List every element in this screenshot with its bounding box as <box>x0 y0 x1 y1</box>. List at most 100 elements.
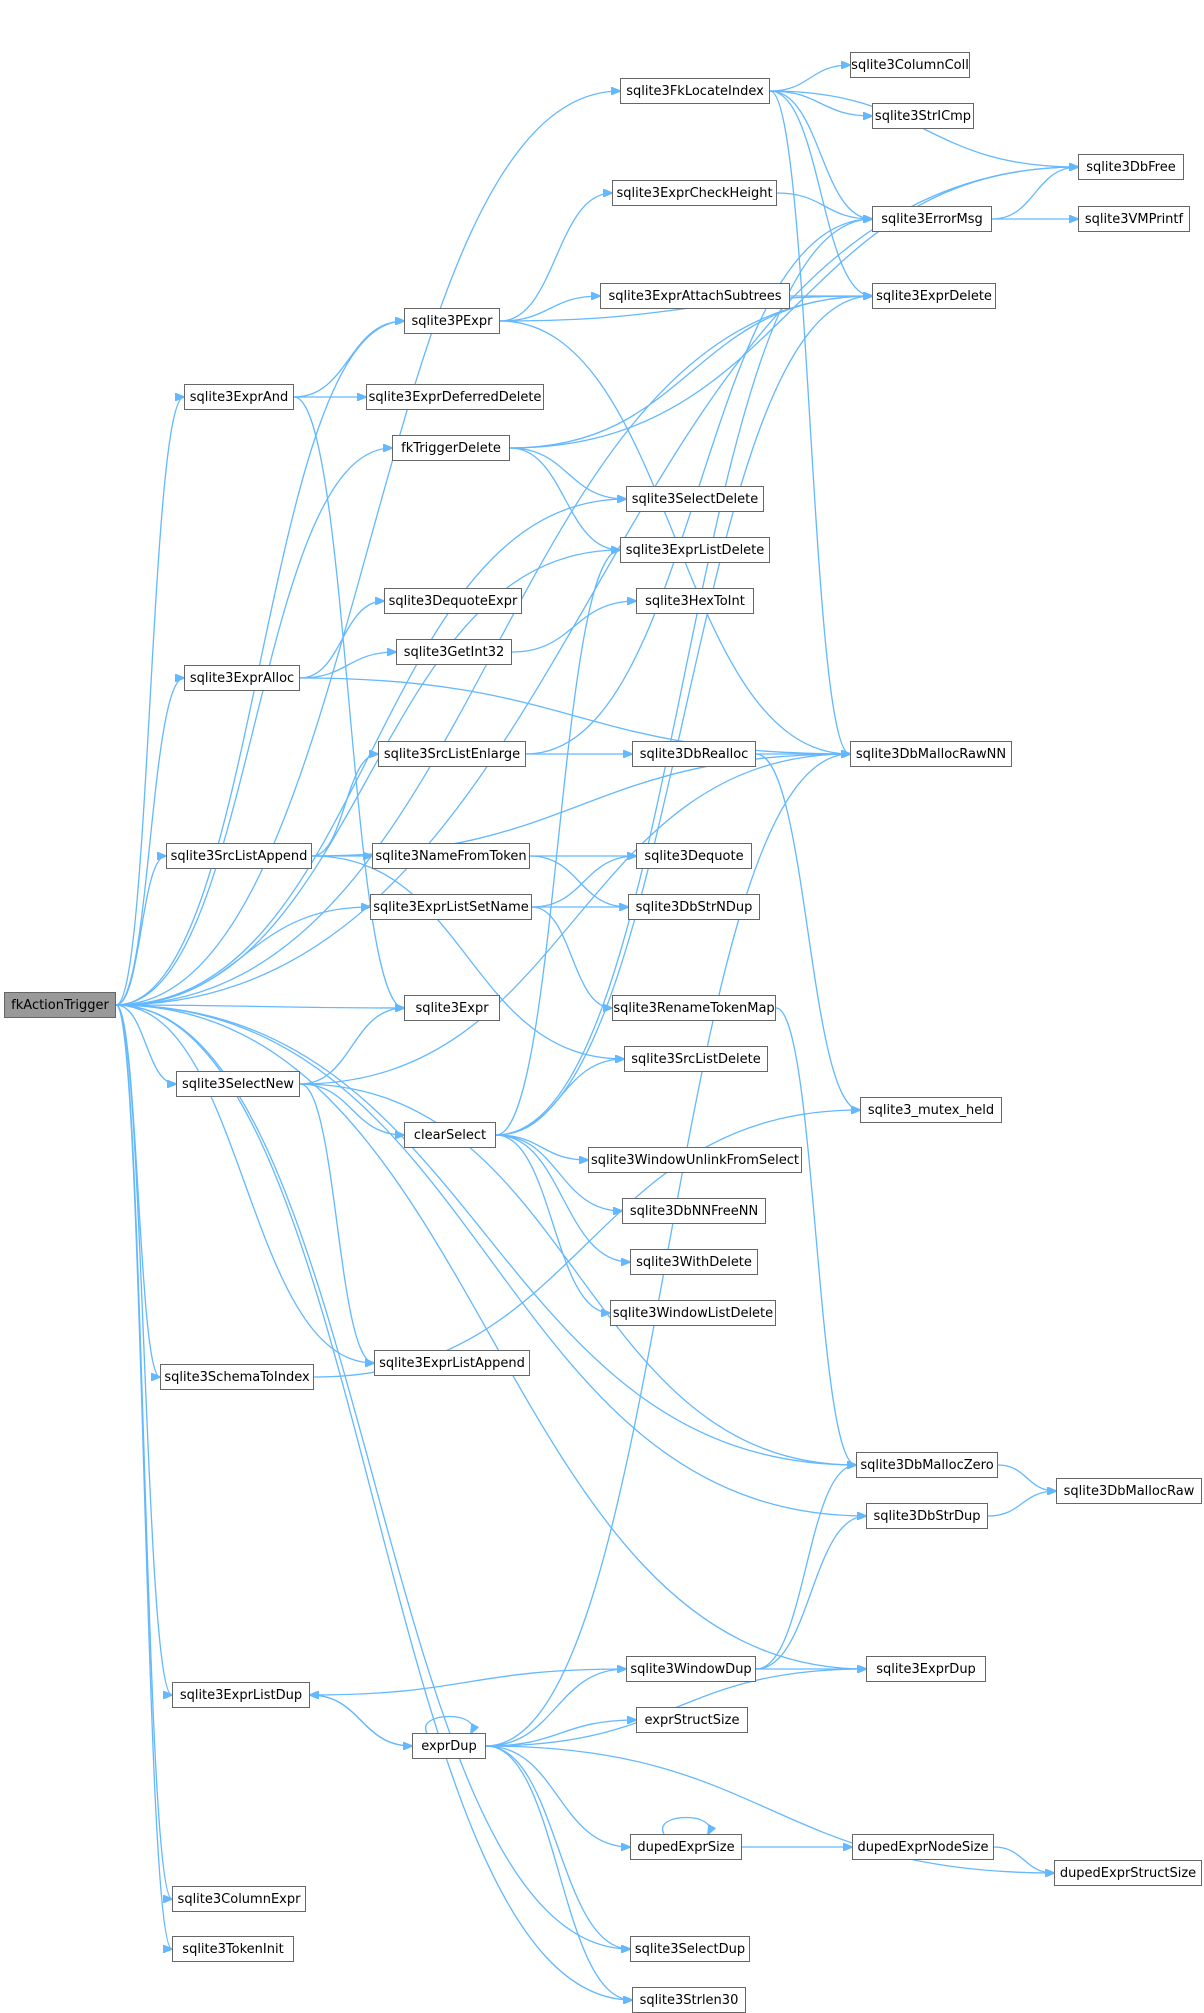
node-sqlite3-token-init[interactable]: sqlite3TokenInit <box>172 1936 294 1962</box>
node-sqlite3-db-nnfree-nn[interactable]: sqlite3DbNNFreeNN <box>622 1198 766 1224</box>
edge-sqlite3-expr-and-to-sqlite3-expr <box>293 396 404 1008</box>
node-sqlite3-expr-list-set-name[interactable]: sqlite3ExprListSetName <box>370 894 532 920</box>
node-sqlite3-dequote-expr[interactable]: sqlite3DequoteExpr <box>384 588 522 614</box>
edge-sqlite3-expr-alloc-to-sqlite3-dequote-expr <box>299 601 384 679</box>
node-sqlite3-db-realloc[interactable]: sqlite3DbRealloc <box>632 741 756 767</box>
node-fk-trigger-delete[interactable]: fkTriggerDelete <box>392 435 510 461</box>
node-sqlite3-window-unlink-from-select[interactable]: sqlite3WindowUnlinkFromSelect <box>588 1147 802 1173</box>
node-sqlite3-expr-list-dup[interactable]: sqlite3ExprListDup <box>172 1682 310 1708</box>
edge-expr-dup-to-expr-struct-size <box>485 1720 636 1747</box>
node-sqlite3-hex-to-int[interactable]: sqlite3HexToInt <box>636 588 754 614</box>
node-sqlite3-vmprintf[interactable]: sqlite3VMPrintf <box>1078 206 1190 232</box>
node-sqlite3-expr-attach-subtrees[interactable]: sqlite3ExprAttachSubtrees <box>600 283 790 309</box>
edge-fk-action-trigger-to-sqlite3-expr-alloc <box>115 678 184 1006</box>
node-sqlite3-str-icmp[interactable]: sqlite3StrICmp <box>872 103 974 129</box>
node-sqlite3-db-str-ndup[interactable]: sqlite3DbStrNDup <box>628 894 760 920</box>
node-sqlite3-expr-list-delete[interactable]: sqlite3ExprListDelete <box>620 537 770 563</box>
node-sqlite3-name-from-token[interactable]: sqlite3NameFromToken <box>372 843 530 869</box>
edge-fk-action-trigger-to-sqlite3-db-malloc-zero <box>115 1004 856 1465</box>
node-sqlite3-src-list-delete[interactable]: sqlite3SrcListDelete <box>624 1046 768 1072</box>
node-sqlite3-db-malloc-raw[interactable]: sqlite3DbMallocRaw <box>1056 1478 1202 1504</box>
node-expr-struct-size[interactable]: exprStructSize <box>636 1707 748 1733</box>
edge-expr-dup-to-sqlite3-strlen30 <box>485 1745 632 2000</box>
edge-sqlite3-src-list-append-to-sqlite3-db-malloc-raw-nn <box>311 754 850 857</box>
edge-sqlite3-fk-locate-index-to-sqlite3-db-free <box>769 90 1078 167</box>
edge-duped-expr-node-size-to-duped-expr-struct-size <box>993 1846 1054 1873</box>
edge-sqlite3-select-new-to-clear-select <box>299 1083 404 1135</box>
node-sqlite3-expr-delete[interactable]: sqlite3ExprDelete <box>872 283 996 309</box>
node-sqlite3-schema-to-index[interactable]: sqlite3SchemaToIndex <box>160 1364 314 1390</box>
edge-clear-select-to-sqlite3-error-msg <box>495 219 872 1136</box>
node-sqlite3-select-delete[interactable]: sqlite3SelectDelete <box>626 486 764 512</box>
edge-duped-expr-size-to-duped-expr-size <box>661 1816 710 1835</box>
node-sqlite3-expr[interactable]: sqlite3Expr <box>404 995 500 1021</box>
node-sqlite3-select-new[interactable]: sqlite3SelectNew <box>176 1071 300 1097</box>
node-sqlite3-db-malloc-zero[interactable]: sqlite3DbMallocZero <box>856 1452 998 1478</box>
node-sqlite3-expr-list-append[interactable]: sqlite3ExprListAppend <box>374 1350 530 1376</box>
edge-expr-dup-to-duped-expr-struct-size <box>485 1745 1054 1873</box>
node-sqlite3-mutex-held[interactable]: sqlite3_mutex_held <box>860 1097 1002 1123</box>
edge-fk-action-trigger-to-sqlite3-db-str-dup <box>115 1004 866 1516</box>
edge-sqlite3-pexpr-to-sqlite3-expr-attach-subtrees <box>499 296 600 322</box>
node-clear-select[interactable]: clearSelect <box>404 1122 496 1148</box>
node-sqlite3-expr-and[interactable]: sqlite3ExprAnd <box>184 384 294 410</box>
edge-fk-action-trigger-to-sqlite3-expr-and <box>115 397 184 1006</box>
node-sqlite3-window-dup[interactable]: sqlite3WindowDup <box>626 1656 756 1682</box>
node-duped-expr-size[interactable]: dupedExprSize <box>630 1834 742 1860</box>
edge-sqlite3-expr-list-set-name-to-sqlite3-dequote <box>531 856 636 908</box>
node-expr-dup[interactable]: exprDup <box>412 1733 486 1759</box>
edge-sqlite3-select-new-to-sqlite3-expr <box>299 1008 404 1085</box>
edge-sqlite3-name-from-token-to-sqlite3-db-str-ndup <box>529 855 628 907</box>
edge-sqlite3-src-list-append-to-sqlite3-src-list-enlarge <box>311 754 378 857</box>
node-sqlite3-db-malloc-raw-nn[interactable]: sqlite3DbMallocRawNN <box>850 741 1012 767</box>
node-sqlite3-with-delete[interactable]: sqlite3WithDelete <box>630 1249 758 1275</box>
node-sqlite3-get-int32[interactable]: sqlite3GetInt32 <box>396 639 512 665</box>
node-sqlite3-window-list-delete[interactable]: sqlite3WindowListDelete <box>610 1300 776 1326</box>
edge-sqlite3-expr-list-set-name-to-sqlite3-rename-token-map <box>531 906 612 1008</box>
node-sqlite3-column-coll[interactable]: sqlite3ColumnColl <box>850 52 970 78</box>
edge-expr-dup-to-expr-dup <box>424 1715 473 1734</box>
node-fk-action-trigger[interactable]: fkActionTrigger <box>4 992 116 1018</box>
node-sqlite3-rename-token-map[interactable]: sqlite3RenameTokenMap <box>612 995 776 1021</box>
edge-fk-trigger-delete-to-sqlite3-db-free <box>509 167 1078 449</box>
edge-expr-dup-to-sqlite3-expr-list-dup <box>310 1695 413 1747</box>
edge-fk-action-trigger-to-sqlite3-expr <box>115 1005 404 1008</box>
node-sqlite3-pexpr[interactable]: sqlite3PExpr <box>404 308 500 334</box>
edge-fk-action-trigger-to-sqlite3-select-new <box>115 1004 176 1084</box>
node-sqlite3-src-list-append[interactable]: sqlite3SrcListAppend <box>166 843 312 869</box>
edge-sqlite3-error-msg-to-sqlite3-db-free <box>991 167 1078 220</box>
node-duped-expr-node-size[interactable]: dupedExprNodeSize <box>852 1834 994 1860</box>
edge-sqlite3-select-new-to-sqlite3-expr-list-append <box>299 1083 374 1363</box>
edge-expr-dup-to-sqlite3-window-dup <box>485 1669 626 1747</box>
node-sqlite3-db-str-dup[interactable]: sqlite3DbStrDup <box>866 1503 988 1529</box>
node-sqlite3-fk-locate-index[interactable]: sqlite3FkLocateIndex <box>620 78 770 104</box>
node-sqlite3-select-dup[interactable]: sqlite3SelectDup <box>630 1936 750 1962</box>
edge-fk-trigger-delete-to-sqlite3-expr-list-delete <box>509 447 620 550</box>
node-sqlite3-dequote[interactable]: sqlite3Dequote <box>636 843 752 869</box>
edge-fk-action-trigger-to-sqlite3-pexpr <box>115 321 404 1006</box>
edge-sqlite3-db-malloc-zero-to-sqlite3-db-malloc-raw <box>997 1464 1056 1491</box>
edge-fk-trigger-delete-to-sqlite3-select-delete <box>509 447 626 499</box>
edge-sqlite3-fk-locate-index-to-sqlite3-error-msg <box>769 90 872 219</box>
edge-sqlite3-expr-check-height-to-sqlite3-error-msg <box>776 192 872 219</box>
node-sqlite3-strlen30[interactable]: sqlite3Strlen30 <box>632 1987 746 2013</box>
node-sqlite3-expr-deferred-delete[interactable]: sqlite3ExprDeferredDelete <box>366 384 544 410</box>
edge-fk-action-trigger-to-sqlite3-expr-dup <box>115 1004 866 1669</box>
edge-sqlite3-expr-alloc-to-sqlite3-get-int32 <box>299 652 396 679</box>
node-sqlite3-src-list-enlarge[interactable]: sqlite3SrcListEnlarge <box>378 741 526 767</box>
edge-sqlite3-window-dup-to-sqlite3-db-malloc-zero <box>755 1465 856 1670</box>
node-sqlite3-column-expr[interactable]: sqlite3ColumnExpr <box>172 1886 306 1912</box>
edge-fk-action-trigger-to-sqlite3-expr-list-dup <box>115 1004 172 1695</box>
edge-clear-select-to-sqlite3-window-list-delete <box>495 1134 610 1313</box>
node-sqlite3-expr-dup[interactable]: sqlite3ExprDup <box>866 1656 986 1682</box>
edge-expr-dup-to-sqlite3-select-dup <box>485 1745 630 1949</box>
edge-sqlite3-src-list-append-to-sqlite3-src-list-delete <box>311 855 624 1059</box>
node-sqlite3-expr-check-height[interactable]: sqlite3ExprCheckHeight <box>612 180 777 206</box>
node-sqlite3-error-msg[interactable]: sqlite3ErrorMsg <box>872 206 992 232</box>
node-sqlite3-db-free[interactable]: sqlite3DbFree <box>1078 154 1184 180</box>
edge-fk-action-trigger-to-sqlite3-column-expr <box>115 1004 172 1899</box>
edge-fk-action-trigger-to-sqlite3-select-dup <box>115 1004 630 1949</box>
node-duped-expr-struct-size[interactable]: dupedExprStructSize <box>1054 1860 1202 1886</box>
edge-sqlite3-pexpr-to-sqlite3-expr-check-height <box>499 193 612 322</box>
node-sqlite3-expr-alloc[interactable]: sqlite3ExprAlloc <box>184 665 300 691</box>
